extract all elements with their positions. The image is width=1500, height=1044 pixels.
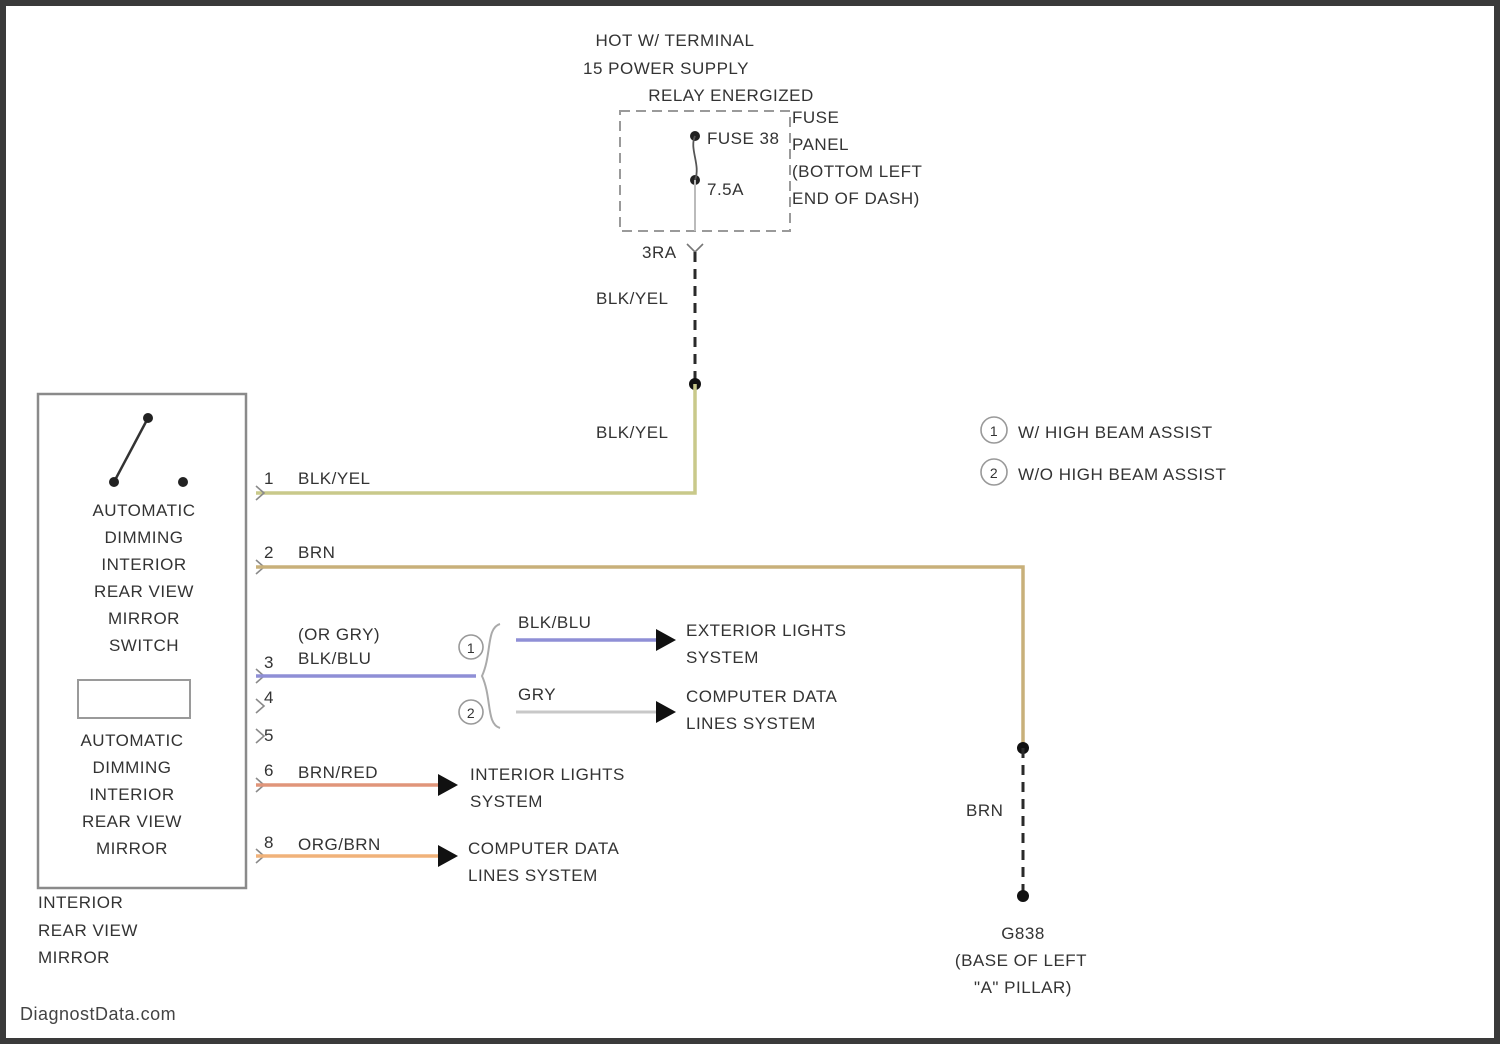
branch-2-dest-1: COMPUTER DATA <box>686 687 837 706</box>
header-line-1: HOT W/ TERMINAL <box>596 31 755 50</box>
fuse-location-3: (BOTTOM LEFT <box>792 162 922 181</box>
pin-3-wire-label: BLK/BLU <box>298 649 371 668</box>
legend-2-number: 2 <box>990 465 998 481</box>
branch-2-wire-label: GRY <box>518 685 556 704</box>
switch-label-1: AUTOMATIC <box>92 501 195 520</box>
pin-6-number: 6 <box>264 761 274 780</box>
pin-5-number: 5 <box>264 726 274 745</box>
ground-point <box>1017 890 1029 902</box>
branch-1-dest-2: SYSTEM <box>686 648 759 667</box>
pin-8-dest-1: COMPUTER DATA <box>468 839 619 858</box>
ground-name: G838 <box>1001 924 1045 943</box>
pin-8-dest-2: LINES SYSTEM <box>468 866 598 885</box>
branch-2-dest-2: LINES SYSTEM <box>686 714 816 733</box>
pin-2-number: 2 <box>264 543 274 562</box>
ground-wire-label: BRN <box>966 801 1003 820</box>
pin-8-wire-label: ORG/BRN <box>298 835 381 854</box>
ground-location-2: "A" PILLAR) <box>974 978 1072 997</box>
mirror-element <box>78 680 190 718</box>
switch-label-5: MIRROR <box>108 609 180 628</box>
component-label-1: INTERIOR <box>38 893 123 912</box>
switch-contact-b <box>178 477 188 487</box>
pin-6-dest-1: INTERIOR LIGHTS <box>470 765 625 784</box>
connector-chevron <box>687 244 703 252</box>
header-line-2: 15 POWER SUPPLY <box>583 59 749 78</box>
switch-label-6: SWITCH <box>109 636 179 655</box>
element-label-4: REAR VIEW <box>82 812 182 831</box>
branch-1-option-number: 1 <box>467 640 475 656</box>
schematic-svg: HOT W/ TERMINAL 15 POWER SUPPLY RELAY EN… <box>6 6 1494 1038</box>
element-label-3: INTERIOR <box>89 785 174 804</box>
branch-brace <box>482 624 500 728</box>
fuse-element <box>693 136 696 180</box>
switch-label-3: INTERIOR <box>101 555 186 574</box>
pin-4-number: 4 <box>264 688 274 707</box>
feed-wire-label-upper: BLK/YEL <box>596 289 669 308</box>
fuse-location-1: FUSE <box>792 108 839 127</box>
pin-3-number: 3 <box>264 653 274 672</box>
branch-1-wire-label: BLK/BLU <box>518 613 591 632</box>
branch-1-arrow <box>656 629 676 651</box>
component-label-2: REAR VIEW <box>38 921 138 940</box>
pin-2-wire-label: BRN <box>298 543 335 562</box>
pin-6-dest-2: SYSTEM <box>470 792 543 811</box>
element-label-5: MIRROR <box>96 839 168 858</box>
pin-3-wire-alt: (OR GRY) <box>298 625 380 644</box>
pin-6-arrow <box>438 774 458 796</box>
fuse-rating: 7.5A <box>707 180 744 199</box>
switch-label-4: REAR VIEW <box>94 582 194 601</box>
legend-1-number: 1 <box>990 423 998 439</box>
switch-contact-a <box>109 477 119 487</box>
branch-2-arrow <box>656 701 676 723</box>
fuse-name: FUSE 38 <box>707 129 779 148</box>
fuse-location-4: END OF DASH) <box>792 189 920 208</box>
branch-1-dest-1: EXTERIOR LIGHTS <box>686 621 847 640</box>
branch-2-option-number: 2 <box>467 705 475 721</box>
legend-1-text: W/ HIGH BEAM ASSIST <box>1018 423 1213 442</box>
feed-wire-label-lower: BLK/YEL <box>596 423 669 442</box>
pin-6-wire-label: BRN/RED <box>298 763 378 782</box>
watermark: DiagnostData.com <box>20 1004 176 1024</box>
ground-location-1: (BASE OF LEFT <box>955 951 1087 970</box>
legend-2-text: W/O HIGH BEAM ASSIST <box>1018 465 1226 484</box>
pin-8-arrow <box>438 845 458 867</box>
fuse-location-2: PANEL <box>792 135 849 154</box>
fuse-connector-label: 3RA <box>642 243 677 262</box>
switch-pivot <box>143 413 153 423</box>
switch-label-2: DIMMING <box>104 528 183 547</box>
pin-1-number: 1 <box>264 469 274 488</box>
pin-8-number: 8 <box>264 833 274 852</box>
header-line-3: RELAY ENERGIZED <box>648 86 814 105</box>
element-label-1: AUTOMATIC <box>80 731 183 750</box>
element-label-2: DIMMING <box>92 758 171 777</box>
component-label-3: MIRROR <box>38 948 110 967</box>
pin-1-wire-label: BLK/YEL <box>298 469 371 488</box>
